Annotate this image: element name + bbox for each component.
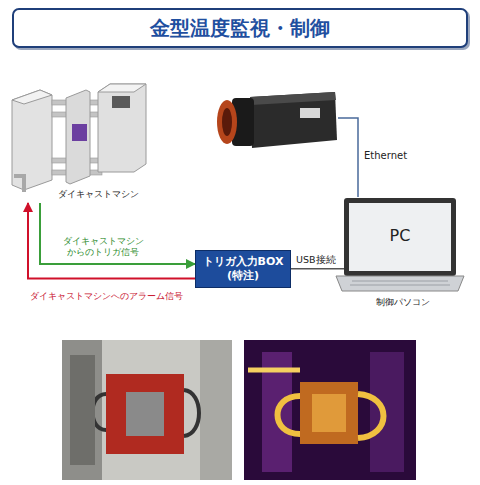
signal-line (291, 268, 344, 270)
signal-label: ダイキャストマシンへのアラーム信号 (30, 290, 183, 303)
box-label: トリガ入力BOX (特注) (200, 255, 286, 283)
title-box: 金型温度監視・制御 (12, 8, 468, 48)
machine-node: ダイキャストマシン (8, 88, 148, 203)
node-label: 制御パソコン (340, 296, 465, 309)
laptop (336, 198, 464, 291)
screen-label: PC (344, 226, 456, 245)
ethernet-wire (338, 118, 358, 197)
title-text: 金型温度監視・制御 (150, 15, 330, 42)
machine-photo (62, 340, 232, 480)
node-label: ダイキャストマシン (58, 188, 139, 201)
thermal-camera (217, 92, 337, 148)
signal-line (28, 203, 195, 279)
process-box: トリガ入力BOX (特注) (195, 250, 291, 288)
die-cast-machine (12, 84, 146, 192)
pc-node: PC 制御パソコン (340, 196, 465, 314)
signal-line (40, 203, 195, 264)
protocol-label: Ethernet (364, 150, 407, 161)
signal-label: USB接続 (296, 254, 336, 267)
thermal-photo (244, 340, 416, 480)
signal-label: ダイキャストマシン からのトリガ信号 (58, 236, 148, 258)
